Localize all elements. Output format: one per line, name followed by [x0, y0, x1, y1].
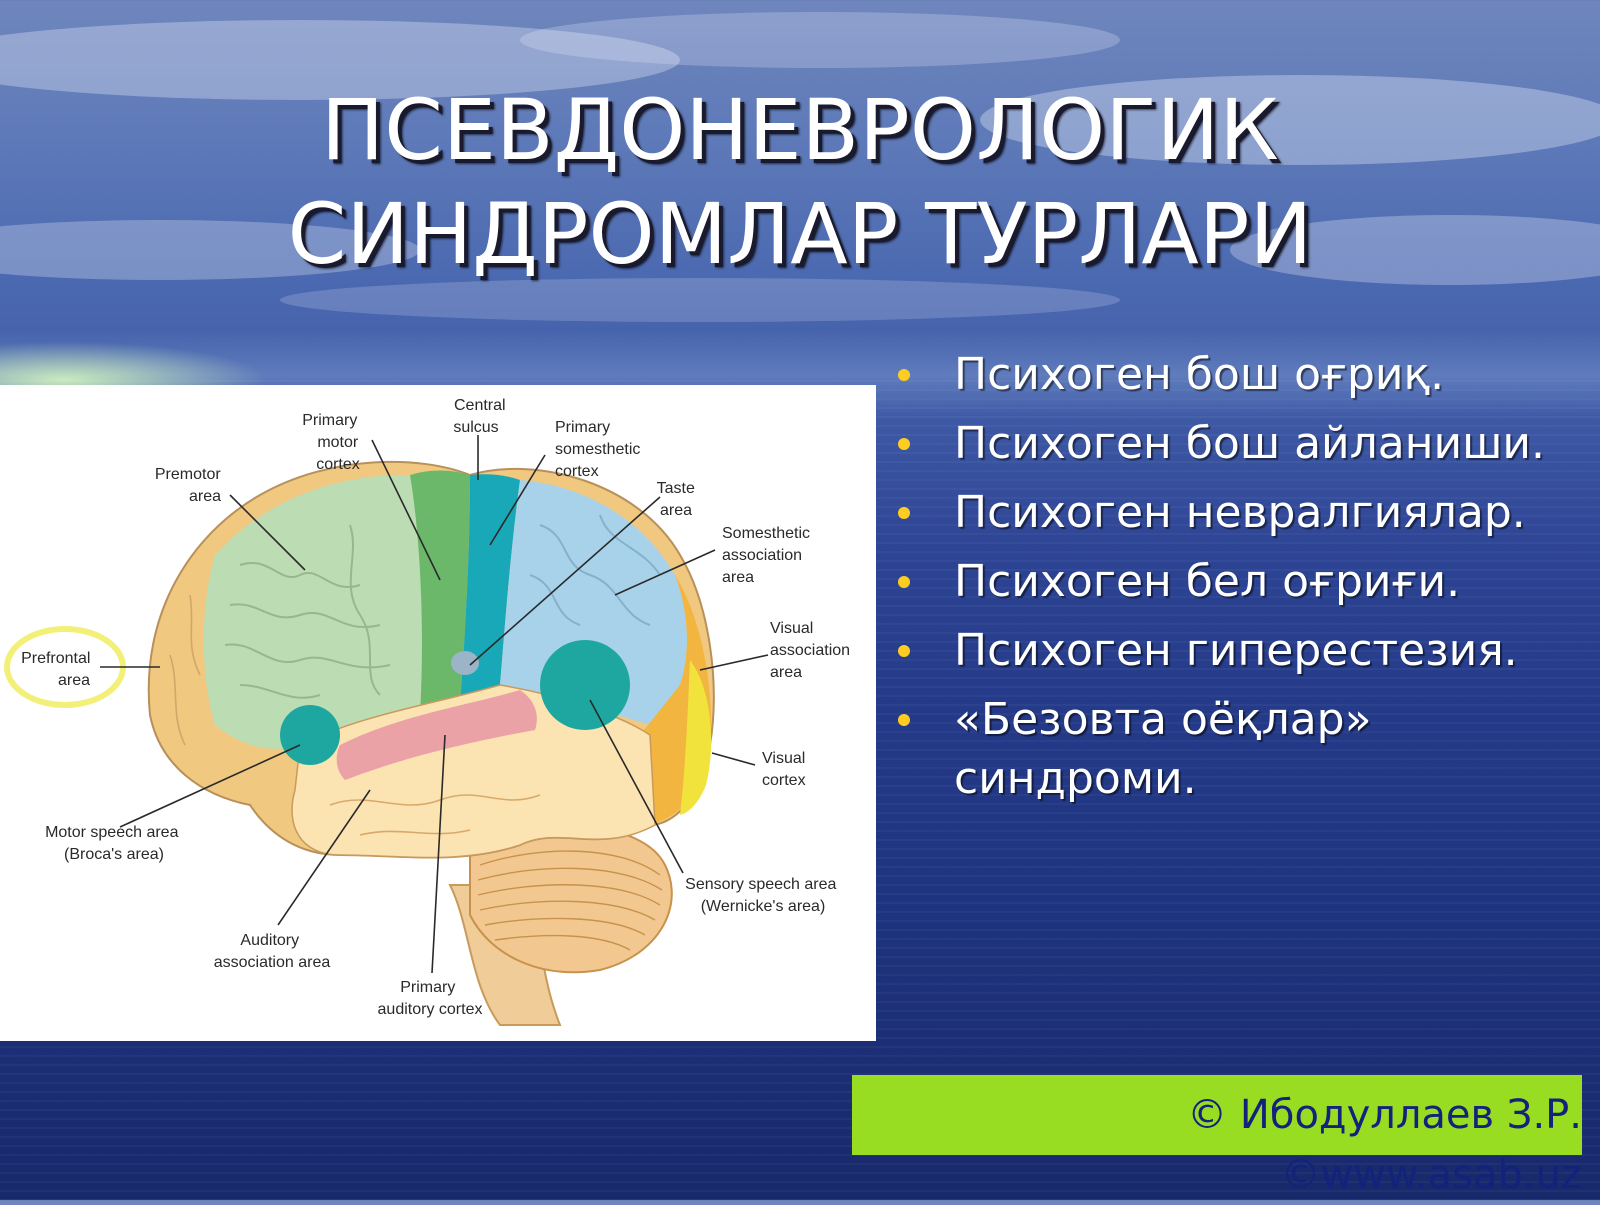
primary-motor-cortex-region	[410, 470, 470, 715]
brain-diagram-svg: Primary motor cortex Central sulcus Prim…	[4, 397, 855, 1026]
bullet-dot-icon	[898, 714, 910, 726]
wernicke-region	[540, 640, 630, 730]
bullet-text: Психоген бош айланиши.	[954, 418, 1545, 469]
bullet-item: Психоген невралгиялар.	[890, 483, 1590, 542]
label-auditory-association-area: Auditory association area	[214, 932, 331, 971]
taste-area-region	[451, 651, 479, 675]
title-line-1: ПСЕВДОНЕВРОЛОГИК	[321, 81, 1279, 179]
label-visual-association-area: Visual association area	[770, 620, 855, 681]
label-sensory-speech-area: Sensory speech area (Wernicke's area)	[685, 876, 841, 915]
bullet-text: Психоген гиперестезия.	[954, 625, 1518, 676]
frontal-lobe	[203, 474, 422, 749]
bullet-item: Психоген бош оғриқ.	[890, 345, 1590, 404]
bullet-dot-icon	[898, 438, 910, 450]
label-taste-area: Taste area	[657, 480, 700, 519]
label-primary-motor-cortex: Primary motor cortex	[302, 412, 362, 473]
bullet-dot-icon	[898, 576, 910, 588]
label-central-sulcus: Central sulcus	[453, 397, 510, 436]
footer-site[interactable]: ©www.asab.uz	[1280, 1152, 1582, 1198]
bullet-text: Психоген бел оғриғи.	[954, 556, 1461, 607]
bullet-dot-icon	[898, 507, 910, 519]
label-primary-somesthetic-cortex: Primary somesthetic cortex	[555, 419, 645, 480]
title-line-2: СИНДРОМЛАР ТУРЛАРИ	[287, 185, 1313, 283]
bullet-item: Психоген гиперестезия.	[890, 621, 1590, 680]
label-motor-speech-area: Motor speech area (Broca's area)	[45, 824, 183, 863]
label-somesthetic-association-area: Somesthetic association area	[722, 525, 815, 586]
primary-somesthetic-region	[460, 474, 520, 705]
bullet-text: «Безовта оёқлар» синдроми.	[954, 694, 1372, 804]
label-premotor-area: Premotor area	[155, 466, 225, 505]
label-primary-auditory-cortex: Primary auditory cortex	[378, 979, 483, 1018]
bullet-list: Психоген бош оғриқ. Психоген бош айланиш…	[890, 345, 1590, 818]
label-visual-cortex: Visual cortex	[762, 750, 810, 789]
bullet-text: Психоген невралгиялар.	[954, 487, 1526, 538]
footer-author: © Ибодуллаев З.Р.	[1187, 1092, 1582, 1138]
footer-credit: © Ибодуллаев З.Р. ©www.asab.uz	[1187, 1085, 1582, 1205]
bullet-dot-icon	[898, 369, 910, 381]
bullet-dot-icon	[898, 645, 910, 657]
label-prefrontal-area: Prefrontal area	[21, 650, 95, 689]
footer-bar	[852, 1075, 1582, 1155]
bullet-item: Психоген бош айланиши.	[890, 414, 1590, 473]
bullet-item: «Безовта оёқлар» синдроми.	[890, 690, 1590, 808]
bullet-text: Психоген бош оғриқ.	[954, 349, 1445, 400]
broca-region	[280, 705, 340, 765]
bullet-item: Психоген бел оғриғи.	[890, 552, 1590, 611]
slide-title: ПСЕВДОНЕВРОЛОГИК СИНДРОМЛАР ТУРЛАРИ	[180, 78, 1420, 286]
visual-cortex-region	[680, 660, 712, 815]
brain-diagram: Primary motor cortex Central sulcus Prim…	[0, 385, 876, 1041]
auditory-region	[336, 690, 537, 780]
leader-lines	[100, 435, 769, 974]
